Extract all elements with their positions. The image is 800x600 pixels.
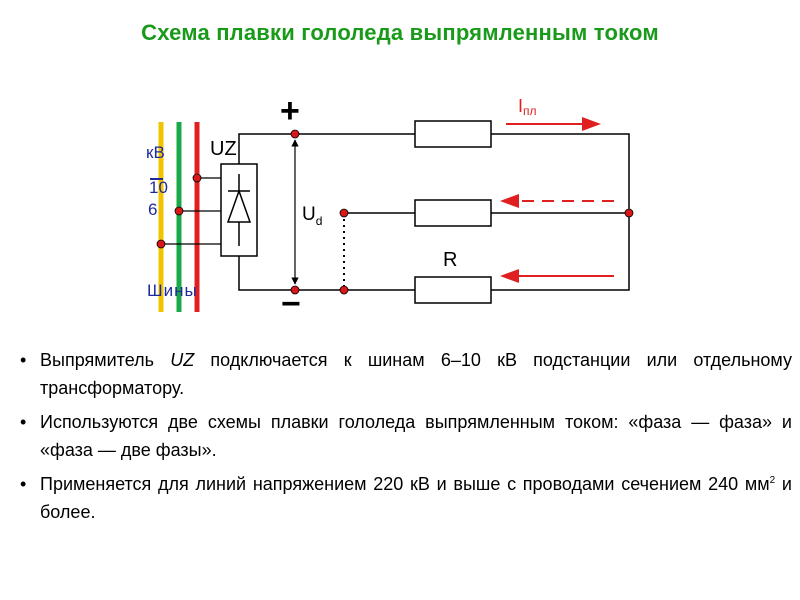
dc-minus-wire bbox=[238, 256, 415, 291]
bullet-item-2: • Используются две схемы плавки гололеда… bbox=[20, 408, 792, 464]
resistor-top bbox=[414, 120, 492, 148]
arrow-left-icon bbox=[500, 269, 614, 283]
node-bottom-left bbox=[339, 285, 349, 295]
minus-sign: − bbox=[281, 285, 301, 323]
resistor-middle bbox=[414, 199, 492, 227]
voltage-label: Ud bbox=[302, 204, 322, 228]
resistor-bottom bbox=[414, 276, 492, 304]
circuit-diagram: кВ 10 6 Шины UZ R + − Ud Iпл bbox=[146, 92, 634, 323]
bus-label-shiny: Шины bbox=[147, 281, 198, 300]
node-mid-left bbox=[339, 208, 349, 218]
bullet-list: • Выпрямитель UZ подключается к шинам 6–… bbox=[20, 346, 792, 532]
bus-label-10: 10 bbox=[149, 178, 168, 197]
bullet-marker: • bbox=[20, 474, 27, 494]
plus-sign: + bbox=[280, 92, 300, 130]
bullet-item-1: • Выпрямитель UZ подключается к шинам 6–… bbox=[20, 346, 792, 402]
node-plus bbox=[290, 129, 300, 139]
rectifier-label: UZ bbox=[210, 138, 237, 160]
node-right bbox=[624, 208, 634, 218]
bullet-marker: • bbox=[20, 350, 27, 370]
page-title: Схема плавки гололеда выпрямленным током bbox=[141, 20, 659, 45]
bus-node-1 bbox=[192, 173, 202, 183]
bus-node-3 bbox=[156, 239, 166, 249]
bus-label-kv: кВ bbox=[146, 143, 165, 162]
arrow-right-icon bbox=[506, 117, 601, 131]
current-label: Iпл bbox=[518, 96, 537, 118]
bus-node-2 bbox=[174, 206, 184, 216]
node-minus bbox=[290, 285, 300, 295]
bullet-item-3: • Применяется для линий напряжением 220 … bbox=[20, 470, 792, 526]
bullet-marker: • bbox=[20, 412, 27, 432]
bottom-wire-right bbox=[491, 213, 630, 291]
bus-label-6: 6 bbox=[148, 200, 157, 219]
resistor-label: R bbox=[443, 249, 457, 271]
arrow-left-dashed-icon bbox=[500, 194, 614, 208]
diode-icon bbox=[226, 174, 252, 246]
